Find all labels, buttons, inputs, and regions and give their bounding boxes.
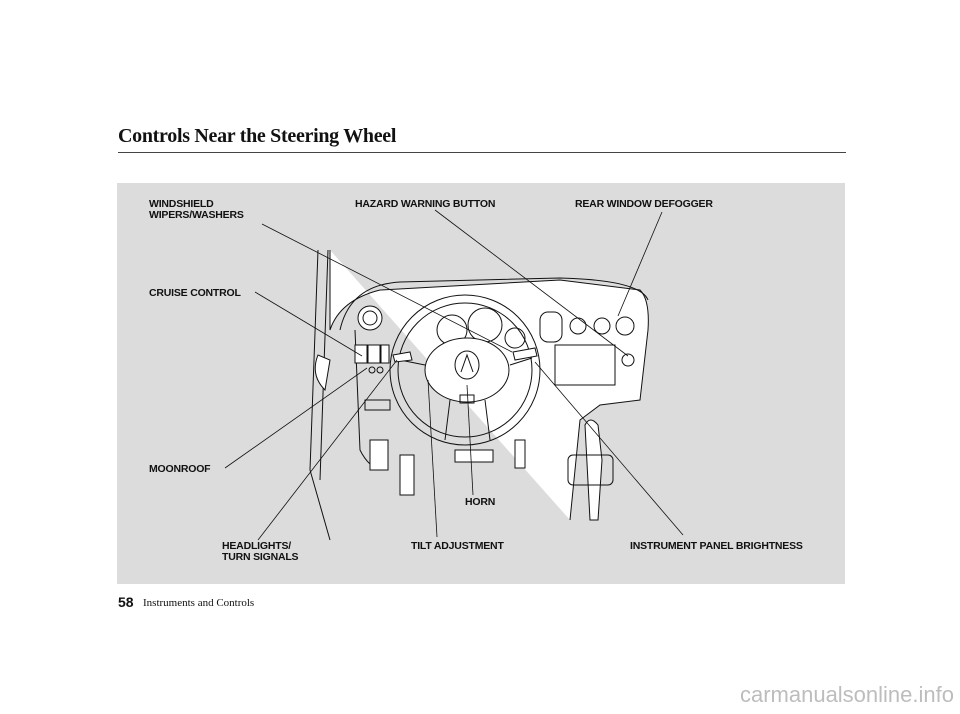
callout-rear-defogger: REAR WINDOW DEFOGGER: [575, 198, 713, 210]
callout-hazard-warning: HAZARD WARNING BUTTON: [355, 198, 496, 210]
callout-panel-brightness: INSTRUMENT PANEL BRIGHTNESS: [630, 540, 803, 552]
callout-lines: [224, 209, 684, 541]
steering-wheel: [389, 294, 541, 446]
callout-tilt-adjustment: TILT ADJUSTMENT: [411, 540, 504, 552]
callout-horn: HORN: [465, 496, 496, 508]
callout-windshield-wipers: WINDSHIELD WIPERS/WASHERS: [149, 198, 244, 221]
watermark: carmanualsonline.info: [739, 682, 954, 707]
title-divider: [118, 152, 846, 153]
section-name: Instruments and Controls: [143, 597, 255, 609]
page-title: Controls Near the Steering Wheel: [118, 125, 397, 147]
page-number: 58: [118, 594, 134, 610]
callout-cruise-control: CRUISE CONTROL: [149, 287, 241, 299]
callout-moonroof: MOONROOF: [149, 463, 211, 475]
callout-headlights: HEADLIGHTS/ TURN SIGNALS: [222, 540, 299, 563]
